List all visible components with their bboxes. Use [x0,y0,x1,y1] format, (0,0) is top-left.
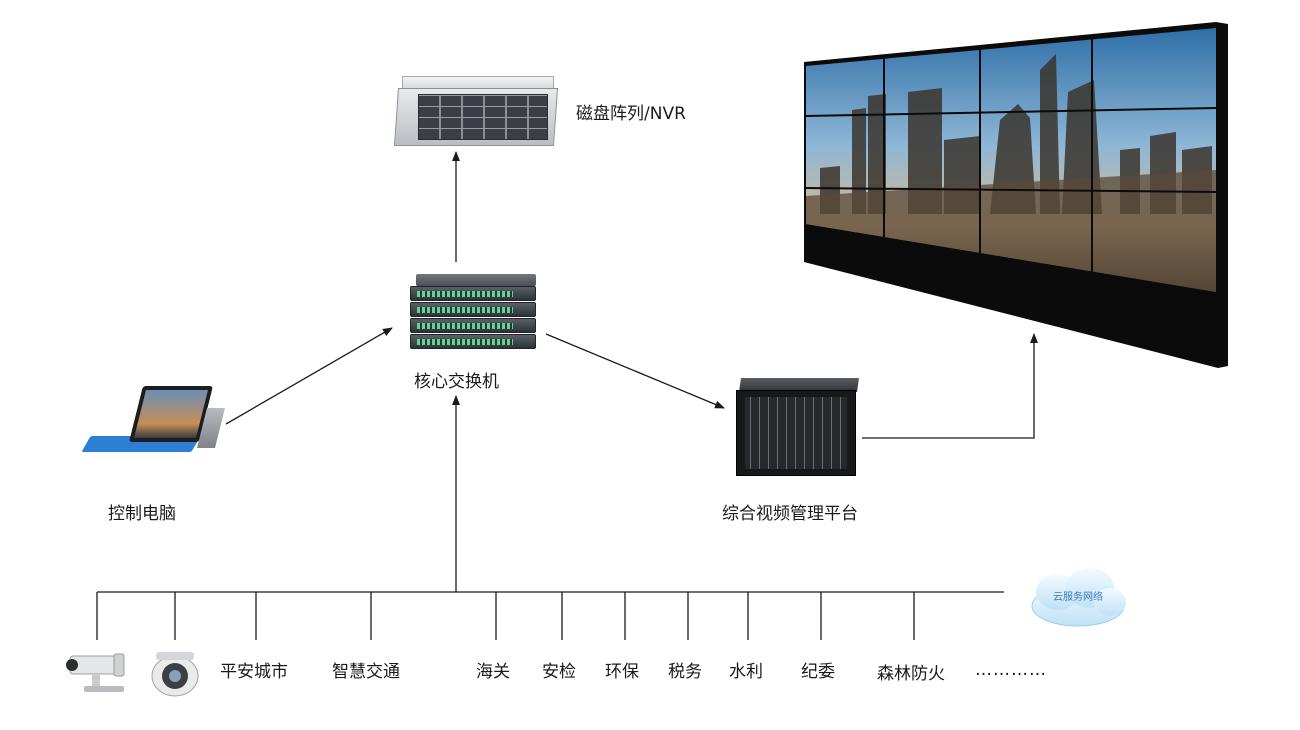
dome-camera-icon [151,652,199,697]
network-switch-icon [410,274,536,352]
bus-item-label: 纪委 [801,662,835,682]
laptop-icon [81,386,225,466]
bus-item-label: 森林防火 [877,664,945,684]
core-switch-label: 核心交换机 [414,372,499,392]
video-wall-seams [805,38,1217,272]
bus-item-label: 环保 [605,662,639,682]
bullet-camera-icon [66,653,125,692]
video-wall [804,22,1228,368]
cloud-label: 云服务网络 [1053,592,1103,603]
video-platform-label: 综合视频管理平台 [722,504,858,524]
bus-item-label: 平安城市 [220,662,288,682]
city-foreground [806,170,1216,292]
cloud-label-box: 云服务网络 [1028,568,1128,626]
bus-more-label: ………… [975,660,1047,680]
bus-item-label: 水利 [729,662,763,682]
connections [96,151,1038,640]
video-platform-icon [736,378,859,478]
link-platform-to-wall [862,333,1038,439]
bus-drops [96,592,915,640]
bus-item-label: 税务 [668,662,702,682]
bus-item-label: 海关 [476,662,510,682]
bus-item-label: 智慧交通 [332,662,400,682]
bus-item-label: 安检 [542,662,576,682]
link-switch-to-platform [545,333,725,409]
link-pc-to-switch [225,327,393,425]
control-pc-label: 控制电脑 [108,504,176,524]
cloud-icon [1031,568,1126,627]
nvr-label: 磁盘阵列/NVR [576,104,686,124]
disk-array-nvr-icon [393,76,559,146]
